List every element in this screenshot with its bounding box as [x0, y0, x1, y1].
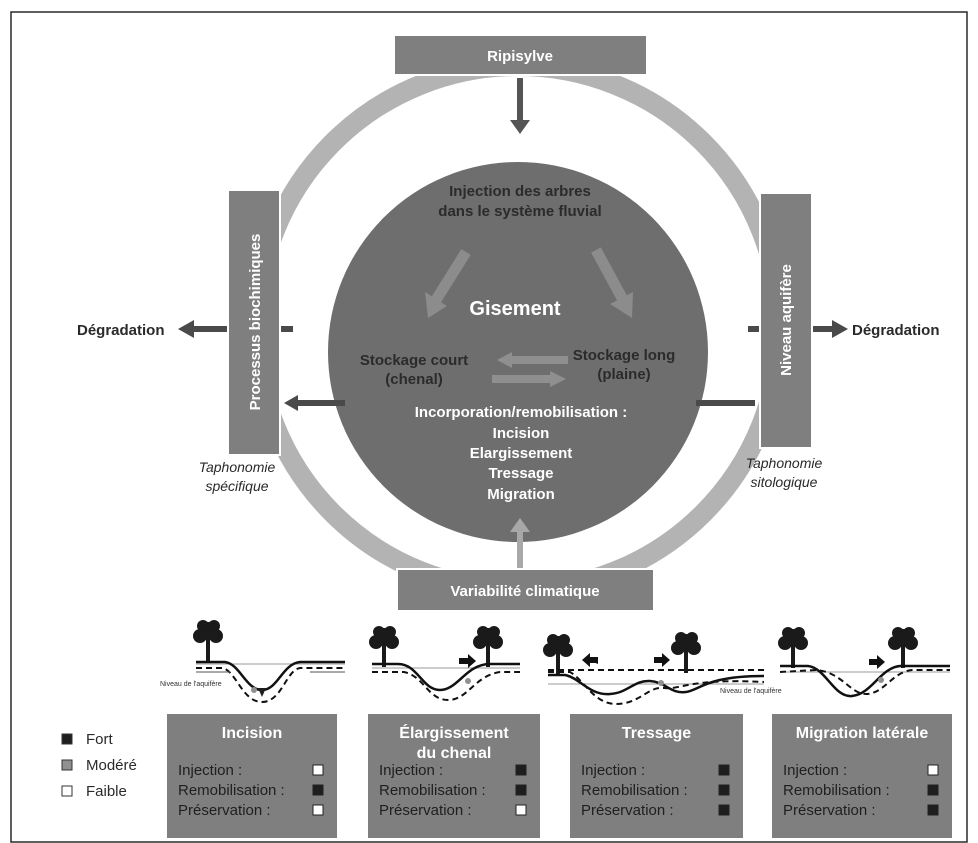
case-row-label: Remobilisation : — [783, 782, 890, 799]
case-title: Migration latérale — [796, 725, 929, 742]
case-row-label: Injection : — [581, 762, 645, 779]
deposit-title: Gisement — [469, 298, 560, 320]
sketch-incision: Niveau de l'aquifère — [160, 620, 345, 704]
case-title: Élargissement — [399, 723, 509, 742]
arrow-injection-short — [431, 249, 471, 303]
aquifer-level-label-3: Niveau de l'aquifère — [720, 688, 782, 695]
level-indicator-strong — [718, 784, 730, 796]
tree-icon — [888, 627, 918, 668]
frame — [10, 11, 968, 843]
process-elargissement: Elargissement — [470, 445, 573, 462]
taphonomy-left-1: Taphonomie — [199, 459, 276, 475]
arrow-injection-long — [591, 247, 627, 301]
case-title: Incision — [222, 725, 282, 742]
case-box-bg — [368, 714, 540, 838]
case-box-bg — [570, 714, 743, 838]
level-indicator-strong — [718, 764, 730, 776]
aquifer-box — [759, 192, 813, 449]
aquifer-label: Niveau aquifère — [778, 264, 795, 376]
tree-icon — [778, 627, 808, 668]
level-indicator-strong — [718, 804, 730, 816]
case-title: Tressage — [622, 725, 691, 742]
process-migration: Migration — [487, 486, 555, 503]
right-degradation-label: Dégradation — [852, 322, 940, 339]
arrow-right-icon — [869, 655, 885, 669]
case-row-label: Remobilisation : — [379, 782, 486, 799]
case-row-label: Préservation : — [783, 802, 876, 819]
legend-weak-label: Faible — [86, 783, 127, 800]
tree-icon — [369, 626, 399, 667]
case-row-label: Préservation : — [178, 802, 271, 819]
tree-icon — [671, 632, 701, 673]
legend-strong-label: Fort — [86, 731, 114, 748]
injection-line-2: dans le système fluvial — [438, 203, 601, 220]
climate-box — [396, 568, 655, 612]
ripisylve-box — [393, 34, 648, 76]
case-title: du chenal — [417, 745, 492, 762]
legend-swatch-moderate — [61, 759, 73, 771]
legend: Fort Modéré Faible — [61, 731, 137, 800]
biochem-box — [227, 189, 281, 456]
taphonomy-right-2: sitologique — [751, 474, 818, 490]
case-row-label: Injection : — [783, 762, 847, 779]
level-indicator-weak — [312, 804, 324, 816]
aquifer-level-label-1: Niveau de l'aquifère — [160, 681, 222, 688]
level-indicator-weak — [927, 764, 939, 776]
case-row-label: Injection : — [178, 762, 242, 779]
level-indicator-strong — [312, 784, 324, 796]
case-box-bg — [167, 714, 337, 838]
case-row-label: Remobilisation : — [581, 782, 688, 799]
arrow-right-icon — [654, 653, 670, 667]
level-indicator-strong — [927, 804, 939, 816]
sketch-migration — [778, 627, 950, 698]
tree-icon — [193, 620, 223, 661]
legend-moderate-label: Modéré — [86, 757, 137, 774]
ripisylve-label: Ripisylve — [487, 48, 553, 65]
taphonomy-left-2: spécifique — [205, 478, 268, 494]
short-storage-2: (chenal) — [385, 371, 443, 388]
climate-label: Variabilité climatique — [450, 583, 599, 600]
sketch-braiding: Niveau de l'aquifère — [543, 632, 782, 706]
taphonomy-right-1: Taphonomie — [746, 455, 823, 471]
arrow-left-icon — [582, 653, 598, 667]
level-indicator-strong — [515, 784, 527, 796]
legend-swatch-weak — [61, 785, 73, 797]
arrow-right-icon — [459, 654, 476, 668]
long-storage-1: Stockage long — [573, 347, 676, 364]
case-row-label: Remobilisation : — [178, 782, 285, 799]
case-box-bg — [772, 714, 952, 838]
level-indicator-strong — [515, 764, 527, 776]
level-indicator-weak — [515, 804, 527, 816]
tree-icon — [543, 634, 573, 675]
left-degradation-label: Dégradation — [77, 322, 165, 339]
biochem-label: Processus biochimiques — [247, 234, 264, 411]
case-row-label: Injection : — [379, 762, 443, 779]
long-storage-2: (plaine) — [597, 366, 650, 383]
process-header: Incorporation/remobilisation : — [415, 404, 628, 421]
level-indicator-strong — [927, 784, 939, 796]
tree-icon — [473, 626, 503, 667]
sketch-widening — [369, 626, 520, 702]
deposit-disc — [328, 162, 708, 542]
level-indicator-weak — [312, 764, 324, 776]
legend-swatch-strong — [61, 733, 73, 745]
case-row-label: Préservation : — [379, 802, 472, 819]
short-storage-1: Stockage court — [360, 352, 468, 369]
process-incision: Incision — [493, 425, 550, 442]
case-row-label: Préservation : — [581, 802, 674, 819]
process-tressage: Tressage — [488, 465, 553, 482]
injection-line-1: Injection des arbres — [449, 183, 591, 200]
